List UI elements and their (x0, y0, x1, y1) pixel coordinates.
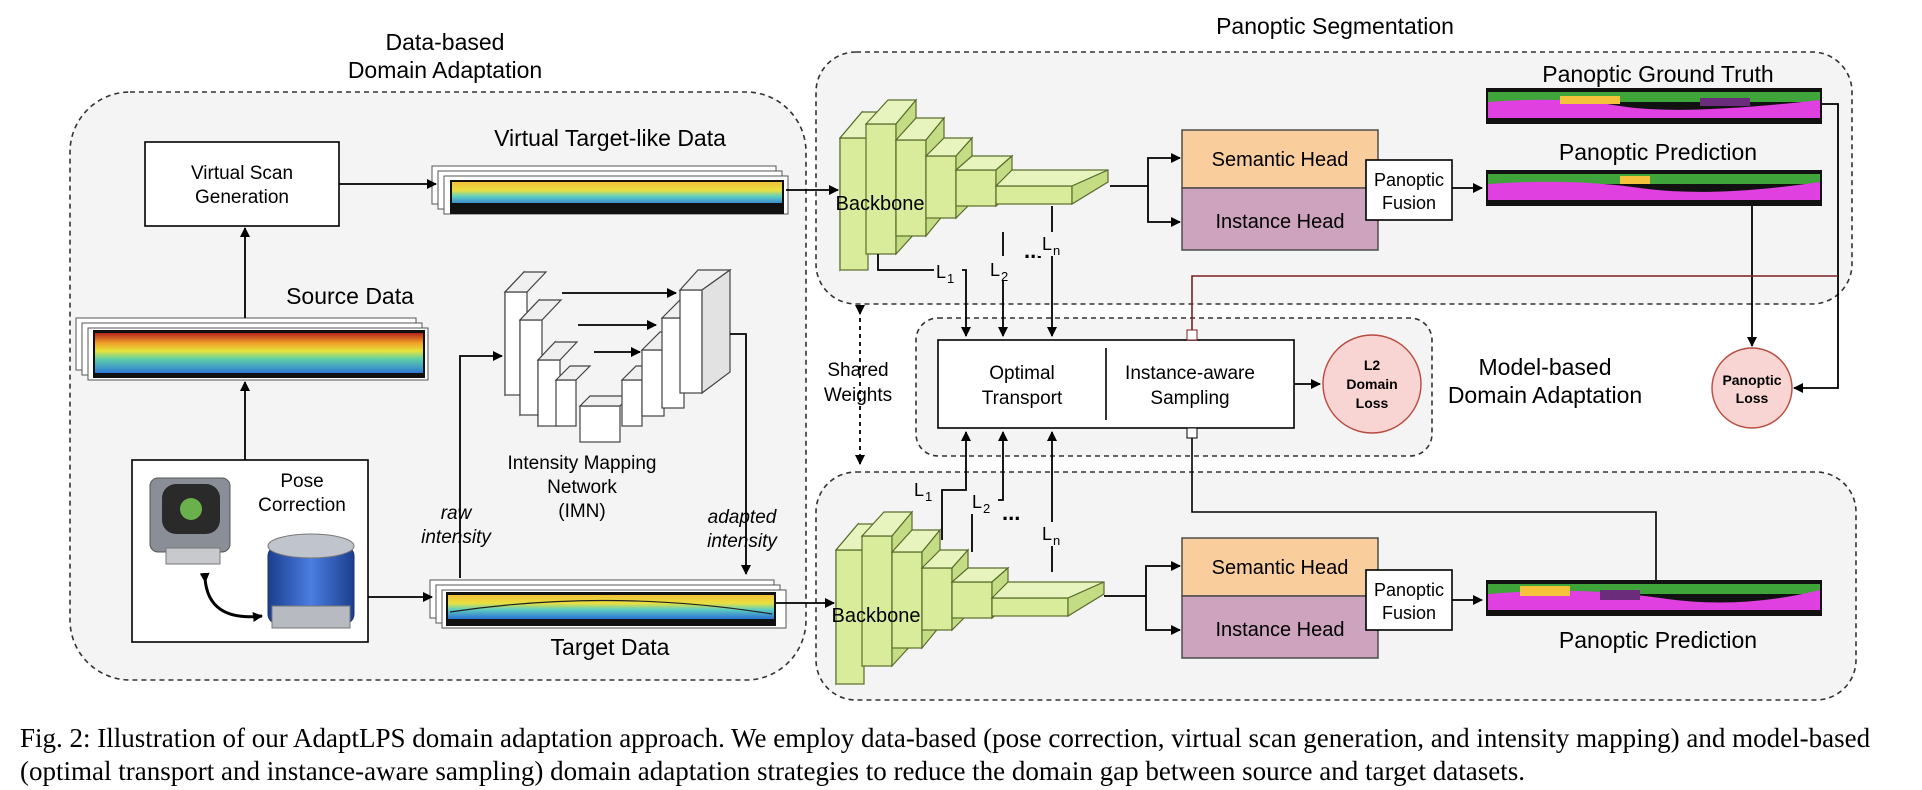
raw-intensity-label-line2: intensity (421, 527, 492, 548)
svg-text:2: 2 (983, 501, 990, 516)
panoptic-loss-node (1711, 347, 1793, 429)
instance-aware-sampling-label-line1: Instance-aware (1125, 363, 1255, 384)
panoptic-prediction-bottom-label: Panoptic Prediction (1559, 627, 1757, 653)
semantic-head-top-label: Semantic Head (1212, 149, 1349, 171)
layer-label-l2-bottom: L 2 (970, 490, 998, 516)
panoptic-ground-truth-label: Panoptic Ground Truth (1542, 61, 1773, 87)
svg-text:n: n (1053, 533, 1060, 548)
arrow-to-semantic-head-bottom (1145, 561, 1181, 596)
arrow-ground-truth-to-panoptic-loss (1793, 103, 1839, 393)
instance-head-bottom (1181, 595, 1379, 659)
instance-head-bottom-label: Instance Head (1216, 619, 1345, 641)
panoptic-fusion-bottom-label-line2: Fusion (1382, 603, 1436, 623)
arrow-to-instance-head-bottom (1145, 596, 1181, 635)
panoptic-fusion-top-label-line2: Fusion (1382, 193, 1436, 213)
instance-link-bottom-port (1186, 427, 1198, 439)
panoptic-fusion-top-label-line1: Panoptic (1374, 170, 1444, 190)
lidar-sensor-blue-icon (267, 533, 355, 629)
figure-caption: Fig. 2: Illustration of our AdaptLPS dom… (20, 723, 1871, 786)
layer-label-l1-bottom: L 1 (912, 478, 940, 504)
data-based-title-line2: Domain Adaptation (348, 57, 542, 83)
layer-label-ln-bottom: L n (1038, 522, 1068, 548)
svg-text:1: 1 (925, 489, 932, 504)
layer-label-l2-top: L 2 (988, 256, 1016, 284)
raw-intensity-label-line1: raw (441, 503, 473, 524)
panoptic-loss-label-line2: Loss (1736, 390, 1769, 406)
imn-label-line2: Network (547, 477, 617, 498)
source-data-label: Source Data (286, 283, 414, 309)
svg-text:L: L (914, 480, 924, 500)
svg-text:2: 2 (1001, 269, 1008, 284)
model-based-title-line2: Domain Adaptation (1448, 382, 1642, 408)
l2-domain-loss-label-line3: Loss (1356, 395, 1389, 411)
intensity-mapping-network-icon (503, 268, 732, 443)
shared-weights-label-line1: Shared (827, 360, 888, 381)
layer-label-l1-top: L 1 (934, 258, 962, 286)
architecture-diagram: Data-based Domain Adaptation Panoptic Se… (69, 13, 1857, 701)
pose-correction-curved-arrow (199, 572, 263, 622)
adapted-intensity-label-line1: adapted (708, 507, 778, 528)
lidar-sensor-gray-icon (149, 477, 231, 565)
virtual-target-like-scan-stack (431, 165, 789, 215)
panoptic-prediction-top-label: Panoptic Prediction (1559, 139, 1757, 165)
imn-label-line3: (IMN) (558, 501, 605, 522)
backbone-bottom (834, 510, 1105, 686)
instance-link-top-port (1186, 329, 1198, 341)
virtual-target-like-data-label: Virtual Target-like Data (494, 125, 726, 151)
shared-weights-label-line2: Weights (824, 385, 892, 406)
ot-sampling-box (937, 339, 1295, 429)
panoptic-segmentation-title: Panoptic Segmentation (1216, 13, 1454, 39)
svg-text:L: L (972, 492, 982, 512)
virtual-scan-generation-box (144, 141, 340, 227)
l2-domain-loss-label-line1: L2 (1364, 357, 1381, 373)
arrow-l1-bottom (941, 431, 971, 540)
target-data-label: Target Data (551, 634, 670, 660)
backbone-top-label: Backbone (836, 193, 925, 215)
svg-text:L: L (1042, 234, 1052, 254)
layer-dots-top: ... (1024, 238, 1042, 263)
backbone-bottom-label: Backbone (832, 605, 921, 627)
svg-text:L: L (990, 260, 1000, 280)
target-scan-stack (429, 579, 787, 629)
instance-head-top-label: Instance Head (1216, 211, 1345, 233)
imn-label-line1: Intensity Mapping (508, 453, 657, 474)
virtual-scan-label-line1: Virtual Scan (191, 163, 293, 184)
arrow-to-instance-head-top (1147, 186, 1181, 227)
optimal-transport-label-line1: Optimal (989, 363, 1054, 384)
panoptic-prediction-top-image (1486, 170, 1822, 206)
arrow-raw-intensity-to-imn (459, 351, 503, 578)
panoptic-loss-label-line1: Panoptic (1722, 372, 1781, 388)
layer-dots-bottom: ... (1002, 500, 1020, 525)
svg-text:L: L (936, 262, 946, 282)
svg-text:1: 1 (947, 271, 954, 286)
optimal-transport-label-line2: Transport (982, 388, 1063, 409)
svg-text:L: L (1042, 524, 1052, 544)
backbone-top (838, 98, 1109, 272)
instance-aware-sampling-label-line2: Sampling (1150, 388, 1229, 409)
arrow-to-semantic-head-top (1147, 153, 1181, 186)
model-based-title-line1: Model-based (1479, 354, 1612, 380)
arrow-imn-to-adapted-intensity (730, 333, 751, 575)
panoptic-fusion-top (1365, 159, 1453, 221)
pose-correction-label-line2: Correction (258, 495, 346, 516)
panoptic-ground-truth-image (1486, 88, 1822, 124)
semantic-head-top (1181, 129, 1379, 189)
adapted-intensity-label-line2: intensity (707, 531, 778, 552)
panoptic-prediction-bottom-image (1486, 580, 1822, 616)
pose-correction-label-line1: Pose (280, 471, 323, 492)
instance-link-ground-truth (1191, 275, 1838, 336)
l2-domain-loss-node (1322, 334, 1422, 434)
svg-text:n: n (1053, 243, 1060, 258)
source-scan-stack (75, 317, 429, 381)
panoptic-fusion-bottom-label-line1: Panoptic (1374, 580, 1444, 600)
arrow-l1-top (877, 254, 971, 337)
virtual-scan-label-line2: Generation (195, 187, 289, 208)
semantic-head-bottom-label: Semantic Head (1212, 557, 1349, 579)
data-based-title-line1: Data-based (386, 29, 505, 55)
layer-label-ln-top: L n (1038, 232, 1068, 258)
instance-link-prediction-bottom (1191, 432, 1657, 580)
l2-domain-loss-label-line2: Domain (1346, 376, 1397, 392)
